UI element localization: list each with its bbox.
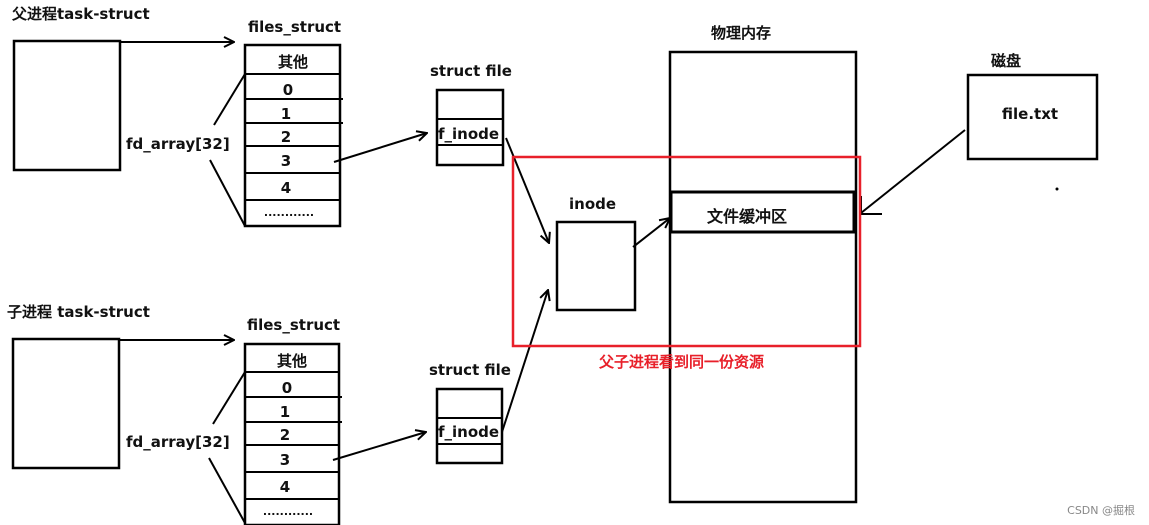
parent-cell-other: 其他 [278,53,308,71]
parent-cell-ellipsis: ............ [264,206,314,219]
child-fd3-to-file-arrow [332,432,426,461]
shared-resource-highlight: 父子进程看到同一份资源 [511,155,862,371]
child-fd-brace-bottom [208,457,246,524]
child-f-inode-label: f_inode [438,423,499,441]
parent-fd3-to-file-arrow [333,133,427,163]
physical-memory-label: 物理内存 [711,24,771,42]
child-cell-other: 其他 [277,352,307,370]
inode-to-buffer-arrow [632,218,670,248]
disk-label: 磁盘 [991,52,1021,70]
child-file-to-inode-arrow [501,290,548,433]
parent-cell-fd2: 2 [281,128,291,146]
parent-files-struct-box [243,43,342,228]
watermark: CSDN @掘根 [1067,503,1135,517]
parent-task-struct-box [12,39,122,172]
child-struct-file-box: f_inode [435,387,504,465]
parent-cell-fd3: 3 [281,152,291,170]
child-struct-file-label: struct file [429,361,511,379]
parent-file-to-inode-arrow [505,137,549,243]
inode-label: inode [569,195,616,213]
parent-struct-file-label: struct file [430,62,512,80]
parent-cell-fd0: 0 [283,81,293,99]
parent-process-group: 父进程task-struct files_struct 其他 0 1 2 3 4… [11,5,549,243]
child-files-struct-table: 其他 0 1 2 3 4 ............ [243,342,342,525]
parent-task-struct-label: 父进程task-struct [11,5,150,23]
parent-cell-fd4: 4 [281,179,291,197]
parent-files-struct-label: files_struct [248,18,341,36]
inode-box [555,220,637,312]
parent-f-inode-label: f_inode [438,125,499,143]
disk-box [966,73,1099,161]
highlight-caption: 父子进程看到同一份资源 [598,353,764,371]
child-fd-brace-top [212,371,246,425]
child-cell-fd1: 1 [280,403,290,421]
parent-struct-file-box: f_inode [435,88,505,167]
inode-group: inode [555,195,670,312]
child-cell-ellipsis: ............ [263,505,313,518]
parent-files-struct-table: 其他 0 1 2 3 4 ............ [243,43,343,228]
disk-to-buffer-arrow [860,129,966,214]
child-process-group: 子进程 task-struct files_struct 其他 0 1 2 3 … [7,290,548,525]
file-buffer-box [669,190,856,234]
child-task-struct-label: 子进程 task-struct [7,303,150,321]
disk-group: 磁盘 file.txt [860,52,1099,215]
disk-file-label: file.txt [1002,105,1058,123]
child-cell-fd2: 2 [280,426,290,444]
parent-cell-fd1: 1 [281,105,291,123]
child-files-struct-box [243,342,341,525]
child-cell-fd3: 3 [280,451,290,469]
parent-fd-brace-bottom [209,159,246,227]
file-buffer-label: 文件缓冲区 [707,207,787,226]
child-fd-array-label: fd_array[32] [126,433,230,451]
parent-fd-brace-top [213,73,246,126]
physical-memory-group: 物理内存 文件缓冲区 [668,24,858,504]
child-cell-fd0: 0 [282,379,292,397]
stray-dot [1055,187,1059,191]
physical-memory-box [668,50,858,504]
parent-fd-array-label: fd_array[32] [126,135,230,153]
child-cell-fd4: 4 [280,478,290,496]
highlight-box [511,155,862,348]
child-files-struct-label: files_struct [247,316,340,334]
child-task-struct-box [11,337,121,470]
